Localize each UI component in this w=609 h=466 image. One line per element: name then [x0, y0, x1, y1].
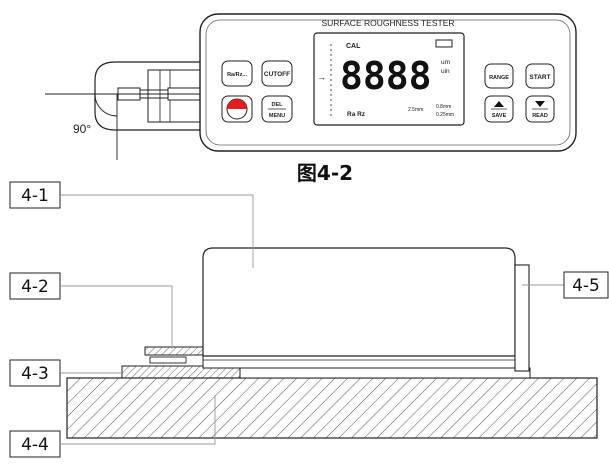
svg-text:DEL: DEL: [272, 102, 284, 108]
svg-text:MENU: MENU: [269, 113, 285, 119]
save-button[interactable]: SAVE: [484, 95, 514, 123]
start-button[interactable]: START: [525, 63, 555, 89]
arrow-down-icon: [535, 101, 545, 107]
svg-text:4-3: 4-3: [21, 364, 49, 384]
svg-text:CUTOFF: CUTOFF: [264, 71, 290, 78]
lcd-cal: CAL: [346, 43, 361, 50]
lcd-cutoff-c: 0.25mm: [436, 112, 454, 118]
probe: [144, 346, 208, 356]
read-button[interactable]: READ: [525, 95, 555, 123]
base-plate: [66, 377, 598, 439]
instrument-body: [202, 247, 516, 357]
arrow-up-icon: [494, 101, 504, 107]
svg-text:READ: READ: [532, 113, 548, 119]
lcd-params: Ra Rz: [347, 111, 366, 118]
svg-text:4-4: 4-4: [21, 435, 49, 455]
callout-4-1: 4-1: [9, 181, 61, 209]
svg-text:SAVE: SAVE: [492, 113, 507, 119]
callout-4-3: 4-3: [9, 359, 61, 387]
del-menu-button[interactable]: DEL MENU: [261, 95, 293, 123]
lcd-cutoff-b: 0.8mm: [436, 104, 451, 110]
callout-4-4: 4-4: [9, 430, 61, 458]
svg-text:4-1: 4-1: [21, 186, 49, 206]
svg-text:RANGE: RANGE: [489, 75, 509, 81]
svg-text:START: START: [529, 74, 550, 81]
svg-text:4-5: 4-5: [572, 276, 600, 296]
probe-assembly: 90°: [45, 61, 205, 160]
lcd-display: CAL → 8888 um uin Ra Rz 2.5mm 0.8mm 0.25…: [313, 32, 465, 126]
side-view: [66, 247, 598, 439]
side-plate: [514, 264, 530, 372]
power-button[interactable]: [221, 95, 253, 123]
battery-icon: [435, 39, 453, 48]
callout-4-5: 4-5: [563, 271, 609, 299]
lcd-unit-um: um: [441, 59, 450, 66]
lcd-arrow-icon: →: [317, 72, 326, 82]
leader-lines: [61, 194, 564, 445]
svg-text:Ra/Rz...: Ra/Rz...: [227, 72, 247, 78]
svg-text:4-2: 4-2: [21, 277, 49, 297]
cutoff-button[interactable]: CUTOFF: [261, 60, 293, 87]
ra-rz-button[interactable]: Ra/Rz...: [221, 60, 253, 87]
lcd-unit-uin: uin: [441, 68, 450, 75]
tester-body: SURFACE ROUGHNESS TESTER CAL → 8888 um u…: [199, 13, 577, 152]
tester-title: SURFACE ROUGHNESS TESTER: [321, 18, 454, 28]
callout-4-2: 4-2: [9, 272, 61, 300]
lcd-digits: 8888: [340, 54, 432, 98]
lcd-cutoff-a: 2.5mm: [408, 107, 423, 113]
range-button[interactable]: RANGE: [484, 63, 514, 89]
figure-caption: 图4-2: [297, 161, 353, 185]
angle-label: 90°: [73, 122, 91, 136]
